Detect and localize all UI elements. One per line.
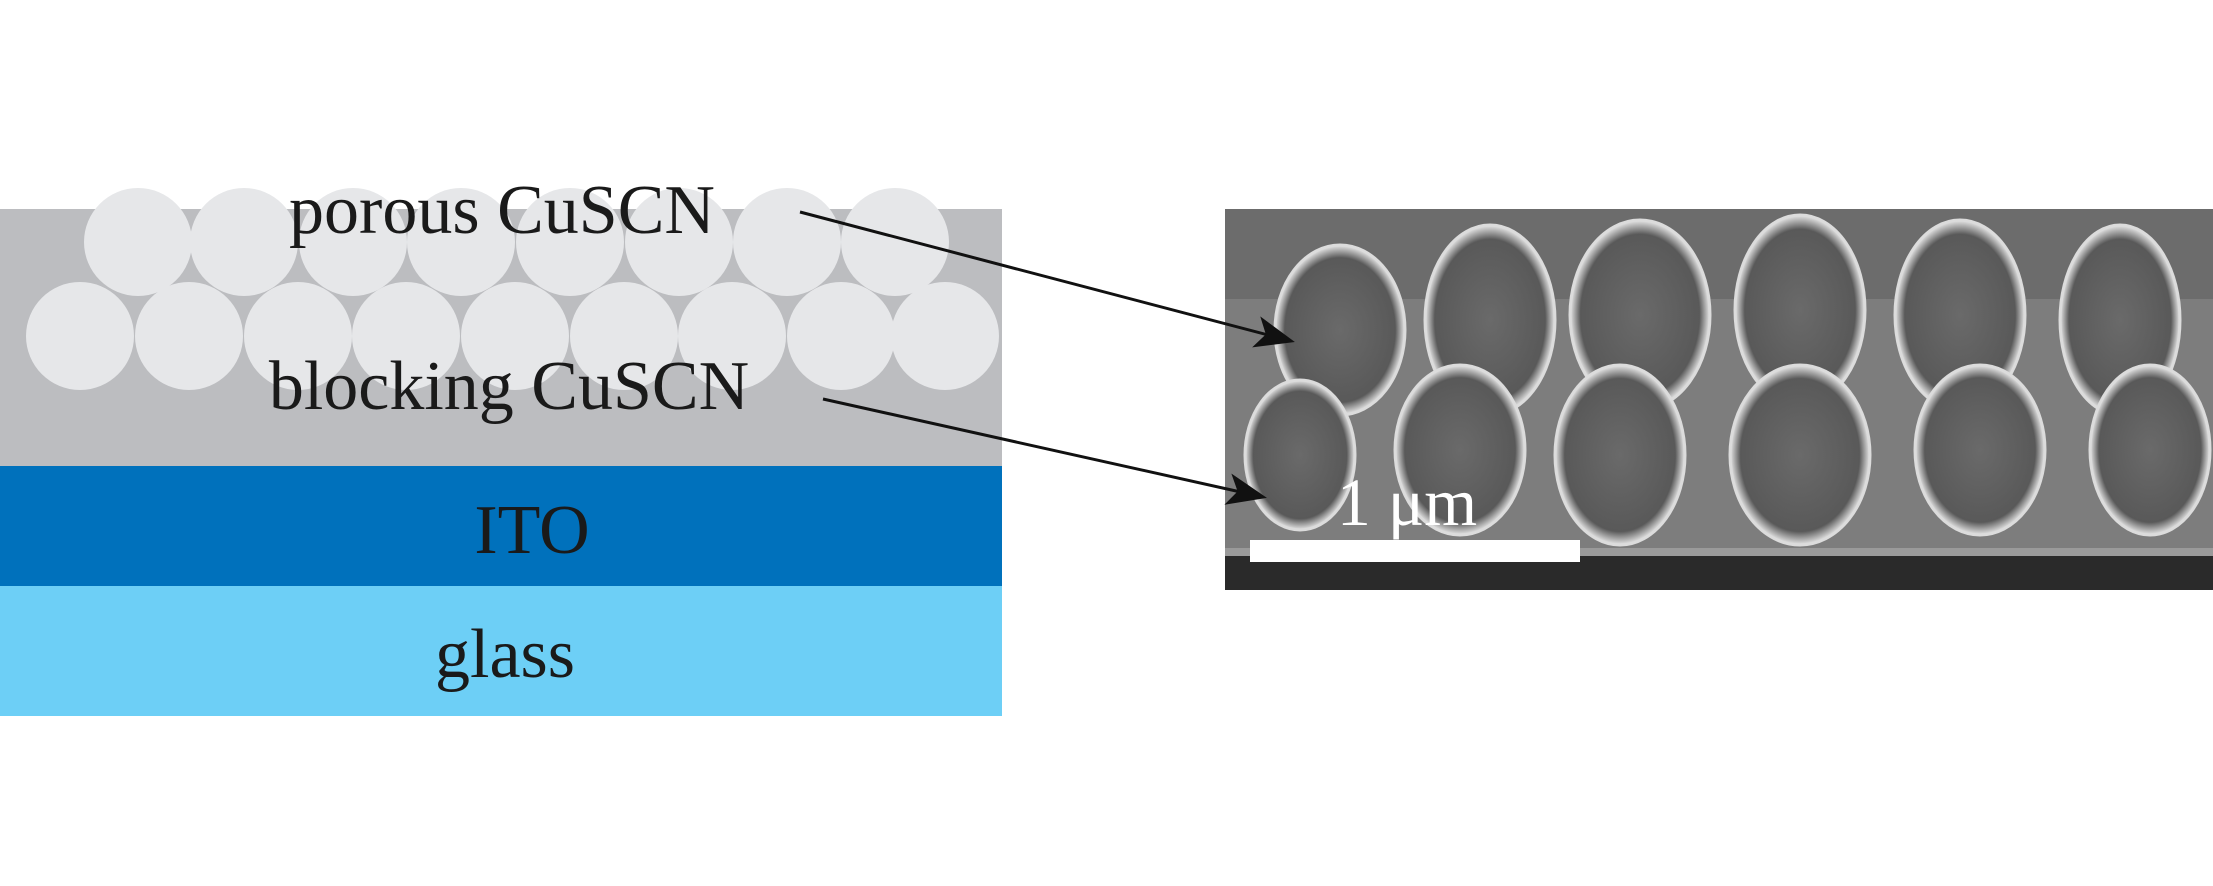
porous-sphere (678, 282, 786, 390)
label-glass: glass (435, 616, 575, 693)
porous-sphere (244, 282, 352, 390)
porous-sphere (891, 282, 999, 390)
label-ito: ITO (474, 492, 589, 569)
porous-sphere (190, 188, 298, 296)
porous-sphere (407, 188, 515, 296)
scale-bar-label: 1 μm (1337, 464, 1477, 540)
sem-cross-section-image: 1 μm (1225, 209, 2213, 590)
porous-sphere (352, 282, 460, 390)
arrow-blocking-cuscn (822, 397, 1267, 505)
porous-sphere (733, 188, 841, 296)
sem-pore (1243, 378, 1357, 532)
porous-cuscn-spheres (26, 188, 999, 390)
glass-layer (0, 586, 1002, 716)
label-porous-cuscn: porous CuSCN (289, 172, 715, 249)
scale-bar (1250, 540, 1580, 562)
porous-sphere (516, 188, 624, 296)
porous-sphere (84, 188, 192, 296)
sem-pore (1393, 363, 1527, 537)
sem-pore (2088, 363, 2212, 537)
porous-sphere (461, 282, 569, 390)
sem-pore (1913, 363, 2047, 537)
layer-stack-schematic: porous CuSCN blocking CuSCN ITO glass (0, 172, 1002, 716)
sem-pore (1728, 363, 1872, 547)
porous-sphere (787, 282, 895, 390)
porous-sphere (570, 282, 678, 390)
porous-sphere (841, 188, 949, 296)
porous-sphere (26, 282, 134, 390)
label-blocking-cuscn: blocking CuSCN (269, 348, 749, 425)
porous-sphere (625, 188, 733, 296)
ito-layer (0, 466, 1002, 586)
porous-sphere (135, 282, 243, 390)
sem-pore (1553, 363, 1687, 547)
arrow-porous-cuscn (799, 210, 1295, 348)
porous-sphere (299, 188, 407, 296)
